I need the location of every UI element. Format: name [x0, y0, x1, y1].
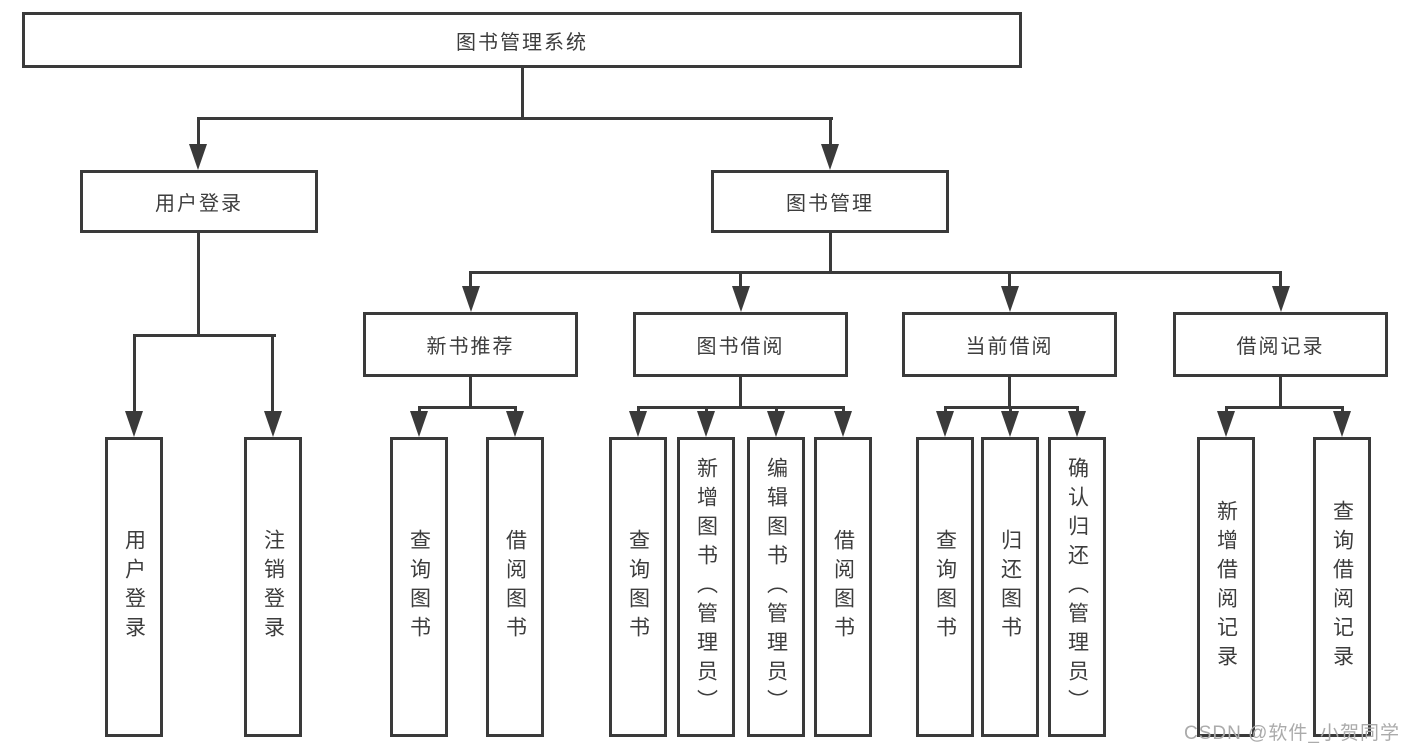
connector-line [513, 405, 517, 414]
connector-line [739, 271, 742, 289]
leaf-query-books-current: 查询图书 [916, 437, 974, 737]
node-label: 查询图书 [407, 529, 431, 645]
node-label: 新书推荐 [426, 336, 515, 358]
arrowhead-icon [834, 411, 852, 437]
node-label: 查询图书 [933, 529, 957, 645]
leaf-query-books-recommendation: 查询图书 [390, 437, 448, 737]
arrowhead-icon [936, 411, 954, 437]
arrowhead-icon [731, 286, 750, 312]
connector-line [196, 117, 200, 145]
node-label: 确认归还（管理员） [1065, 456, 1089, 718]
connector-line [774, 405, 778, 414]
box-book-borrowing: 图书借阅 [633, 312, 848, 377]
arrowhead-icon [125, 411, 143, 437]
arrowhead-icon [1333, 411, 1351, 437]
connector-line [417, 405, 517, 409]
leaf-query-books-borrowing: 查询图书 [609, 437, 667, 737]
connector-line [1008, 377, 1011, 407]
connector-line [520, 68, 524, 118]
connector-line [1279, 377, 1282, 407]
node-label: 用户登录 [155, 193, 243, 215]
connector-line [132, 334, 136, 412]
leaf-confirm-return-admin: 确认归还（管理员） [1048, 437, 1106, 737]
node-label: 借阅图书 [503, 529, 527, 645]
box-new-book-recommendation: 新书推荐 [363, 312, 578, 377]
leaf-add-borrow-record: 新增借阅记录 [1197, 437, 1255, 737]
arrowhead-icon [767, 411, 785, 437]
arrowhead-icon [410, 411, 428, 437]
node-label: 归还图书 [998, 529, 1022, 645]
leaf-user-login: 用户登录 [105, 437, 163, 737]
node-label: 图书管理 [786, 193, 874, 215]
node-label: 借阅图书 [831, 529, 855, 645]
connector-line [271, 334, 274, 412]
connector-line [417, 405, 421, 414]
leaf-edit-book-admin: 编辑图书（管理员） [747, 437, 805, 737]
arrowhead-icon [821, 144, 839, 170]
node-label: 图书借阅 [696, 336, 785, 358]
box-borrowing-records: 借阅记录 [1173, 312, 1388, 377]
connector-line [1008, 405, 1012, 414]
leaf-borrow-books-borrowing: 借阅图书 [814, 437, 872, 737]
arrowhead-icon [629, 411, 647, 437]
connector-line [1340, 405, 1344, 414]
node-label: 借阅记录 [1236, 336, 1325, 358]
arrowhead-icon [1068, 411, 1086, 437]
leaf-query-borrow-record: 查询借阅记录 [1313, 437, 1371, 737]
connector-line [1224, 405, 1344, 409]
arrowhead-icon [506, 411, 524, 437]
connector-line [704, 405, 708, 414]
connector-line [196, 233, 200, 335]
arrowhead-icon [1001, 411, 1019, 437]
connector-line [828, 233, 832, 273]
connector-line [841, 405, 845, 414]
arrowhead-icon [189, 144, 207, 170]
arrowhead-icon [1000, 286, 1019, 312]
arrowhead-icon [697, 411, 715, 437]
leaf-borrow-books-recommendation: 借阅图书 [486, 437, 544, 737]
node-label: 查询借阅记录 [1330, 500, 1354, 674]
node-label: 用户登录 [122, 529, 146, 645]
connector-line [739, 377, 742, 407]
connector-line [196, 117, 833, 120]
connector-line [469, 377, 472, 407]
connector-line [943, 405, 947, 414]
leaf-logout: 注销登录 [244, 437, 302, 737]
node-label: 新增图书（管理员） [694, 456, 718, 718]
box-book-management: 图书管理 [711, 170, 949, 233]
connector-line [469, 271, 1282, 274]
connector-line [636, 405, 845, 409]
arrowhead-icon [1271, 286, 1290, 312]
box-user-login: 用户登录 [80, 170, 318, 233]
connector-line [469, 271, 472, 289]
watermark: CSDN @软件_小贺同学 [1184, 723, 1400, 744]
box-current-borrowing: 当前借阅 [902, 312, 1117, 377]
connector-line [1279, 271, 1282, 289]
leaf-return-books: 归还图书 [981, 437, 1039, 737]
arrowhead-icon [1217, 411, 1235, 437]
node-label: 当前借阅 [965, 336, 1054, 358]
node-label: 新增借阅记录 [1214, 500, 1238, 674]
connector-line [1008, 271, 1011, 289]
node-label: 编辑图书（管理员） [764, 456, 788, 718]
arrowhead-icon [263, 411, 282, 437]
leaf-add-book-admin: 新增图书（管理员） [677, 437, 735, 737]
connector-line [636, 405, 640, 414]
connector-line [1075, 405, 1079, 414]
node-label: 注销登录 [261, 529, 285, 645]
node-label: 查询图书 [626, 529, 650, 645]
connector-line [132, 334, 276, 337]
arrowhead-icon [461, 286, 480, 312]
node-label: 图书管理系统 [456, 31, 588, 54]
connector-line [1224, 405, 1228, 414]
connector-line [828, 117, 832, 145]
box-library-management-system: 图书管理系统 [22, 12, 1022, 68]
